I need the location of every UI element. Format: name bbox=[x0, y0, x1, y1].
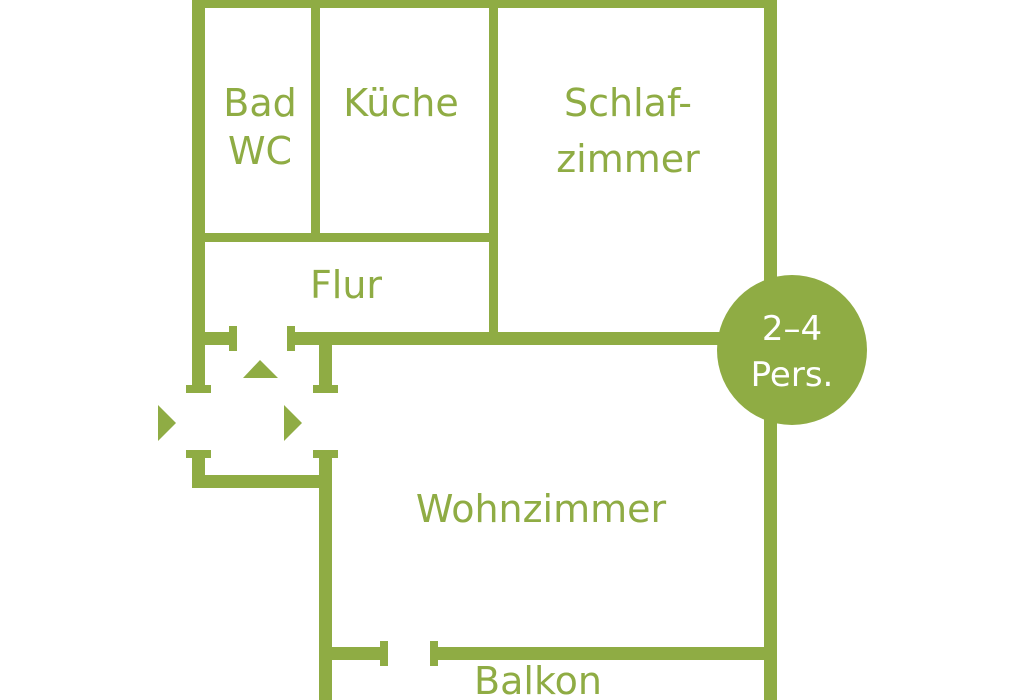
capacity-badge: 2–4 Pers. bbox=[717, 275, 867, 425]
room-label-flur: Flur bbox=[310, 263, 382, 307]
wall-living-left-lower bbox=[319, 452, 332, 700]
wall-top bbox=[192, 0, 777, 8]
wall-entrance-bottom bbox=[192, 475, 332, 488]
arrow-right-icon bbox=[284, 405, 302, 441]
wall-balcony-a bbox=[319, 647, 387, 660]
arrow-right-icon bbox=[158, 405, 176, 441]
entrance-arrows bbox=[158, 360, 302, 441]
wall-entrance-left-upper bbox=[192, 332, 205, 390]
arrow-up-icon bbox=[243, 360, 278, 378]
wall-balcony-b bbox=[430, 647, 777, 660]
badge-circle bbox=[717, 275, 867, 425]
door-jamb bbox=[186, 385, 211, 393]
wall-flur-bottom-b bbox=[288, 332, 777, 345]
room-label-wohnzimmer: Wohnzimmer bbox=[416, 487, 667, 531]
door-jamb bbox=[186, 450, 211, 458]
door-jamb bbox=[380, 641, 388, 666]
wall-bath-kitchen bbox=[311, 0, 320, 240]
door-jamb bbox=[313, 450, 338, 458]
room-label-wc: WC bbox=[228, 129, 292, 173]
room-label-kueche: Küche bbox=[343, 81, 458, 125]
room-label-balkon: Balkon bbox=[474, 659, 602, 700]
badge-line-2: Pers. bbox=[751, 355, 834, 395]
wall-above-flur bbox=[192, 233, 498, 242]
wall-living-left-upper bbox=[319, 332, 332, 390]
badge-line-1: 2–4 bbox=[762, 309, 822, 349]
door-jamb bbox=[287, 326, 295, 351]
room-label-schlafzimmer-2: zimmer bbox=[556, 137, 700, 181]
door-jamb bbox=[313, 385, 338, 393]
door-jamb bbox=[430, 641, 438, 666]
wall-left-upper bbox=[192, 0, 205, 345]
wall-kitchen-bedroom bbox=[489, 0, 498, 333]
door-jamb bbox=[229, 326, 237, 351]
room-label-schlafzimmer-1: Schlaf- bbox=[564, 81, 692, 125]
room-label-bad: Bad bbox=[223, 81, 296, 125]
